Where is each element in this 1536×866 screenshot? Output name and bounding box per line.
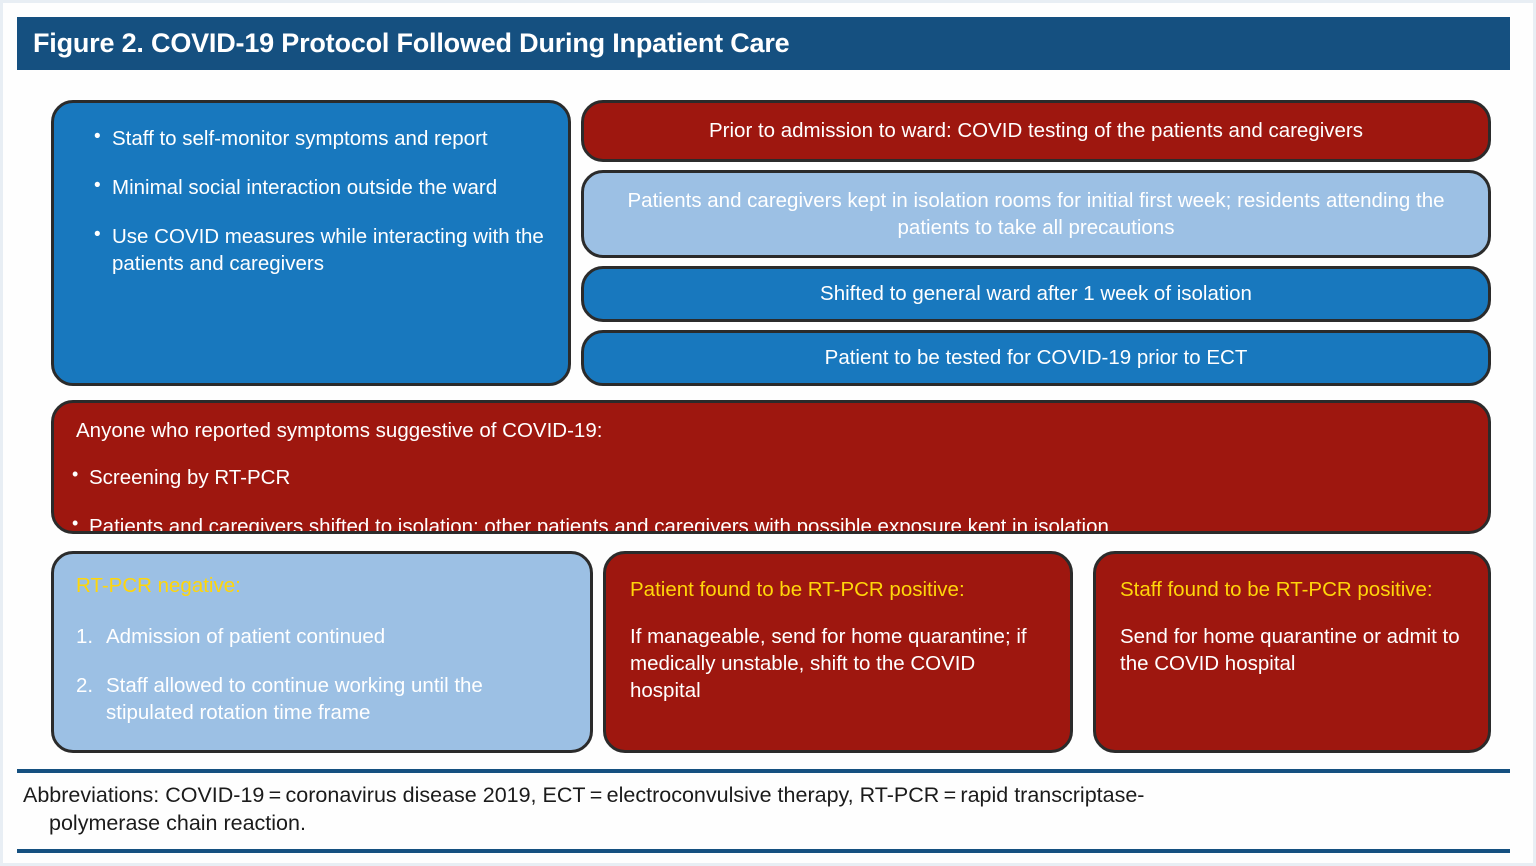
symptomatic-protocol-box: Anyone who reported symptoms suggestive … bbox=[51, 400, 1491, 534]
pathway-box-text: Patient to be tested for COVID-19 prior … bbox=[824, 346, 1248, 370]
outcome-box-rtpcr-negative: RT-PCR negative: Admission of patient co… bbox=[51, 551, 593, 753]
symptomatic-lead-text: Anyone who reported symptoms suggestive … bbox=[76, 419, 603, 442]
outcome-body-text: Send for home quarantine or admit to the… bbox=[1120, 625, 1460, 676]
list-item: Admission of patient continued bbox=[76, 623, 386, 650]
staff-precautions-list: Staff to self-monitor symptoms and repor… bbox=[72, 124, 546, 277]
figure-header: Figure 2. COVID-19 Protocol Followed Dur… bbox=[17, 17, 1510, 70]
outcome-heading: Staff found to be RT-PCR positive: bbox=[1120, 578, 1433, 601]
pathway-box-ect-testing: Patient to be tested for COVID-19 prior … bbox=[581, 330, 1491, 386]
pathway-box-isolation-rooms: Patients and caregivers kept in isolatio… bbox=[581, 170, 1491, 258]
outcome-negative-list: Admission of patient continued Staff all… bbox=[76, 623, 568, 726]
list-item: Staff allowed to continue working until … bbox=[76, 672, 483, 725]
outcome-box-staff-positive: Staff found to be RT-PCR positive: Send … bbox=[1093, 551, 1491, 753]
pathway-box-text: Prior to admission to ward: COVID testin… bbox=[708, 119, 1364, 143]
list-item: Screening by RT-PCR bbox=[72, 463, 1468, 491]
footnote-divider-bottom bbox=[17, 849, 1510, 853]
list-item: Patients and caregivers shifted to isola… bbox=[72, 512, 1468, 531]
footnote-line-1: Abbreviations: COVID-19 = coronavirus di… bbox=[23, 783, 1145, 807]
list-item: Staff to self-monitor symptoms and repor… bbox=[94, 124, 546, 152]
abbreviations-footnote: Abbreviations: COVID-19 = coronavirus di… bbox=[23, 781, 1503, 838]
list-item: Minimal social interaction outside the w… bbox=[94, 173, 546, 201]
pathway-box-admission-testing: Prior to admission to ward: COVID testin… bbox=[581, 100, 1491, 162]
staff-precautions-box: Staff to self-monitor symptoms and repor… bbox=[51, 100, 571, 386]
pathway-box-general-ward: Shifted to general ward after 1 week of … bbox=[581, 266, 1491, 322]
footnote-line-2: polymerase chain reaction. bbox=[49, 811, 306, 836]
outcome-heading: Patient found to be RT-PCR positive: bbox=[630, 578, 965, 601]
symptomatic-action-list: Screening by RT-PCR Patients and caregiv… bbox=[72, 463, 1468, 531]
footnote-divider-top bbox=[17, 769, 1510, 773]
pathway-box-text: Shifted to general ward after 1 week of … bbox=[820, 282, 1252, 306]
page-title: Figure 2. COVID-19 Protocol Followed Dur… bbox=[33, 28, 790, 58]
outcome-heading: RT-PCR negative: bbox=[76, 574, 241, 597]
outcome-box-patient-positive: Patient found to be RT-PCR positive: If … bbox=[603, 551, 1073, 753]
outcome-body-text: If manageable, send for home quarantine;… bbox=[630, 625, 1027, 703]
list-item: Use COVID measures while interacting wit… bbox=[94, 222, 546, 277]
pathway-box-text: Patients and caregivers kept in isolatio… bbox=[627, 188, 1445, 239]
